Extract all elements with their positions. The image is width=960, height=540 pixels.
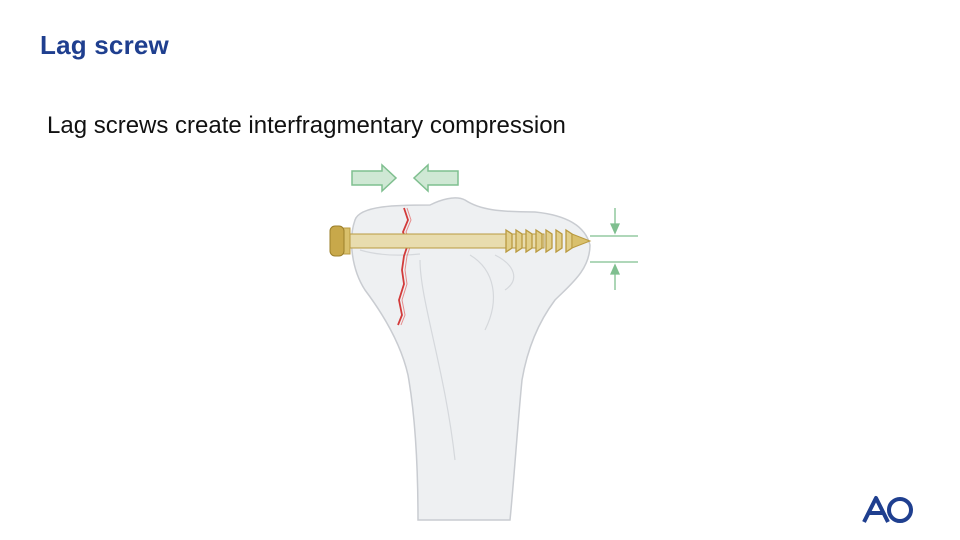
compression-arrows [351,163,459,193]
fracture-line [397,207,409,326]
compression-arrow-right [351,163,398,193]
tibia-bone [350,197,591,521]
slide-title: Lag screw [40,30,169,60]
ao-logo [862,496,913,523]
lag-screw [329,225,592,257]
tibia-lag-screw-illustration [329,163,638,521]
compression-arrow-left [412,163,459,193]
measurement-marks [590,208,638,290]
slide-body-text: Lag screws create interfragmentary compr… [47,112,566,139]
